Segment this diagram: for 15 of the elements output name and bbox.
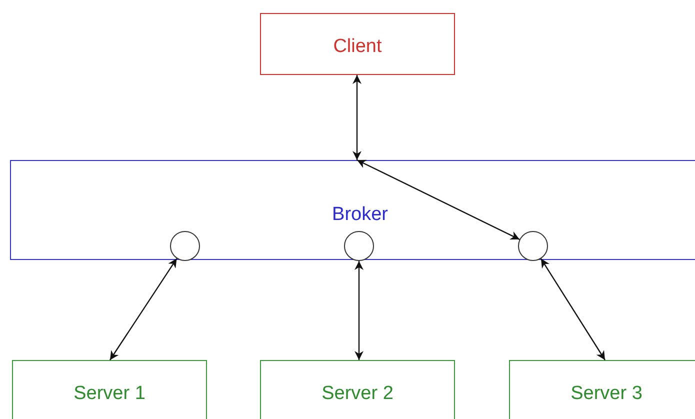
server-box xyxy=(509,360,695,419)
double-arrow xyxy=(356,159,520,240)
double-arrow xyxy=(540,258,606,360)
double-arrow xyxy=(352,75,362,160)
node-label: Broker xyxy=(332,203,388,227)
node-label: Server 3 xyxy=(570,382,642,406)
node-label: Server 1 xyxy=(74,382,146,406)
server-box xyxy=(12,360,207,419)
double-arrow xyxy=(354,261,364,360)
client-box xyxy=(260,13,455,75)
server-box xyxy=(260,360,455,419)
double-arrow xyxy=(110,258,178,360)
node-label: Client xyxy=(333,35,382,59)
broker-box xyxy=(10,160,695,260)
node-label: Server 2 xyxy=(322,382,394,406)
